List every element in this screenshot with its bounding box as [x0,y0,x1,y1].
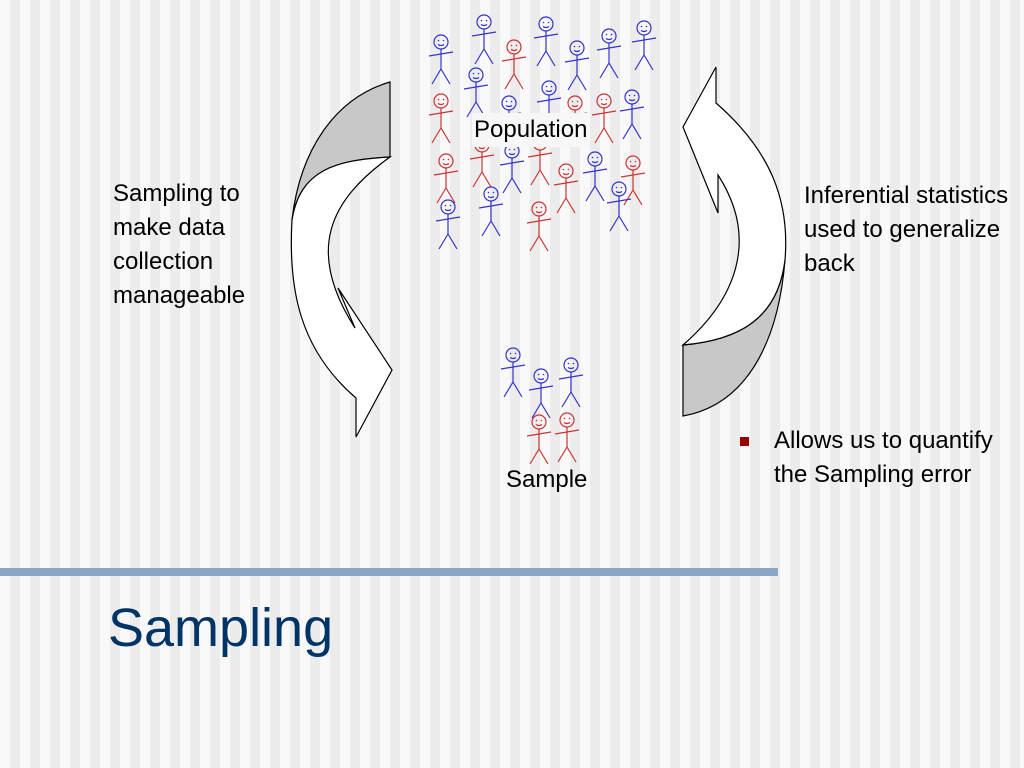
person-icon [596,28,622,79]
person-icon [558,357,584,408]
person-icon [526,201,552,252]
person-icon [528,368,554,419]
left-curved-arrow [290,81,393,438]
title-divider [0,568,778,576]
sample-label: Sample [506,466,588,493]
person-icon [471,14,497,65]
person-icon [428,34,454,85]
person-icon [619,89,645,140]
inferential-description: Inferential statistics used to generaliz… [804,182,1009,277]
right-curved-arrow [681,66,787,417]
left-arrow-white-face [290,156,393,438]
person-icon [582,151,608,202]
sampling-description: Sampling to make data collection managea… [113,180,246,309]
person-icon [533,16,559,67]
person-icon [554,412,580,463]
person-icon [620,155,646,206]
sample-figures [500,347,584,465]
person-icon [433,153,459,204]
person-icon [631,20,657,71]
person-icon [499,143,525,194]
slide-title: Sampling [108,598,334,658]
bullet-text: Allows us to quantify the Sampling error [774,427,993,488]
bullet-list: Allows us to quantify the Sampling error [740,424,1010,492]
person-icon [553,163,579,214]
person-icon [478,186,504,237]
person-icon [526,414,552,465]
population-label: Population [472,113,590,147]
person-icon [564,40,590,91]
person-icon [591,93,617,144]
square-bullet-icon [740,437,749,446]
person-icon [428,93,454,144]
person-icon [463,67,489,118]
person-icon [606,181,632,232]
right-arrow-white-face [681,66,787,346]
person-icon [500,347,526,398]
bullet-item: Allows us to quantify the Sampling error [740,424,1010,492]
person-icon [435,199,461,250]
person-icon [501,39,527,90]
